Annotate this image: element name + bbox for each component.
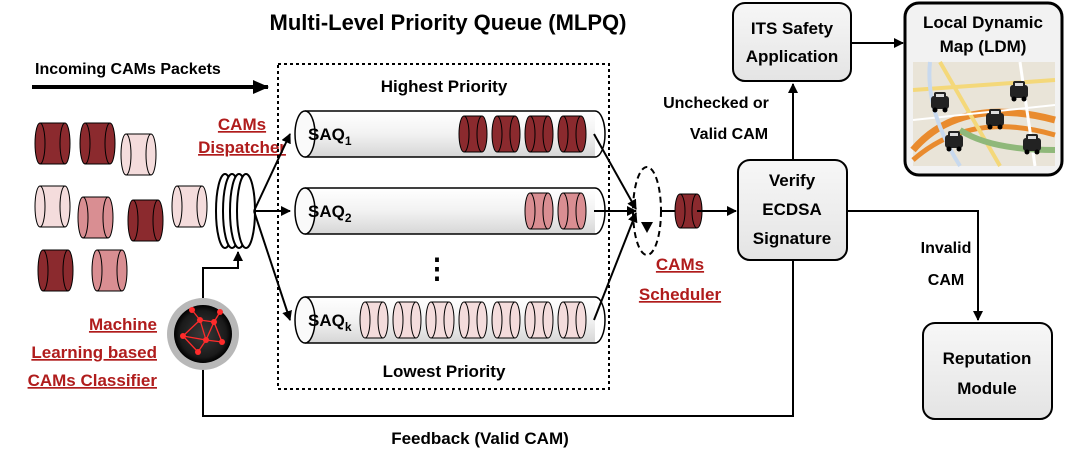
- queue-2: SAQ2: [294, 187, 606, 235]
- ml-classifier-icon: [167, 298, 239, 370]
- reputation-module-label: Reputation Module: [943, 349, 1032, 398]
- queued-packet: [359, 301, 389, 339]
- incoming-packet: [79, 122, 116, 165]
- queue-label: SAQ2: [308, 202, 352, 225]
- ldm-vehicles: [931, 81, 1041, 155]
- dispatcher-links: [253, 133, 292, 321]
- queued-packet: [524, 115, 554, 153]
- incoming-packets: [34, 122, 208, 292]
- incoming-packet: [127, 199, 164, 242]
- its-safety-application-label: ITS Safety Application: [746, 19, 839, 66]
- ldm-map-image: [910, 61, 1056, 168]
- queue-3: SAQk: [294, 296, 606, 344]
- svg-text:Application: Application: [746, 47, 839, 66]
- incoming-packet: [91, 249, 128, 292]
- queued-packet: [425, 301, 455, 339]
- svg-text:ITS Safety: ITS Safety: [751, 19, 834, 38]
- unchecked-valid-label: Unchecked or Valid CAM: [663, 95, 769, 143]
- queued-packet: [458, 301, 488, 339]
- svg-text:Verify: Verify: [769, 171, 816, 190]
- its-safety-application-box: [732, 2, 852, 82]
- svg-text:Local Dynamic: Local Dynamic: [923, 13, 1043, 32]
- incoming-packet: [37, 249, 74, 292]
- ldm-label: Local Dynamic Map (LDM): [923, 13, 1043, 56]
- invalid-cam-label: Invalid CAM: [921, 240, 972, 289]
- car-icon: [931, 92, 949, 113]
- svg-text:Machine: Machine: [89, 315, 157, 334]
- svg-text:Signature: Signature: [753, 229, 831, 248]
- car-icon: [945, 131, 963, 152]
- queued-packet: [458, 115, 488, 153]
- queued-packet: [392, 301, 422, 339]
- svg-text:Learning based: Learning based: [31, 343, 157, 362]
- svg-text:CAM: CAM: [928, 272, 964, 289]
- queue-1: SAQ1: [294, 110, 606, 158]
- car-icon: [986, 109, 1004, 130]
- verify-to-reputation-arrow: [847, 210, 983, 321]
- svg-text:CAMs: CAMs: [218, 115, 266, 134]
- incoming-packet: [34, 185, 71, 228]
- ml-classifier-label: Machine Learning based CAMs Classifier: [28, 315, 158, 390]
- incoming-packet: [120, 133, 157, 176]
- car-icon: [1023, 134, 1041, 155]
- queued-packet: [491, 301, 521, 339]
- queued-packet: [524, 192, 554, 230]
- feedback-arrow: [198, 260, 794, 417]
- highest-priority-label: Highest Priority: [381, 77, 508, 96]
- diagram-title: Multi-Level Priority Queue (MLPQ): [270, 10, 627, 35]
- car-icon: [1010, 81, 1028, 102]
- cams-dispatcher-label: CAMs Dispatcher: [198, 115, 286, 157]
- queued-packet: [557, 192, 587, 230]
- dispatcher-rings: [215, 173, 256, 249]
- svg-text:Scheduler: Scheduler: [639, 285, 722, 304]
- svg-text:Reputation: Reputation: [943, 349, 1032, 368]
- svg-text:Module: Module: [957, 379, 1017, 398]
- svg-text:CAMs Classifier: CAMs Classifier: [28, 371, 158, 390]
- queued-packet: [557, 301, 587, 339]
- feedback-label: Feedback (Valid CAM): [391, 429, 569, 448]
- incoming-label: Incoming CAMs Packets: [35, 61, 221, 78]
- svg-text:Invalid: Invalid: [921, 240, 972, 257]
- queue-ellipsis: ⋮: [423, 253, 451, 284]
- queued-packet: [557, 115, 587, 153]
- classifier-to-dispatcher-arrow: [202, 251, 243, 298]
- svg-text:Dispatcher: Dispatcher: [198, 138, 286, 157]
- incoming-packet: [171, 185, 208, 228]
- lowest-priority-label: Lowest Priority: [383, 362, 506, 381]
- incoming-packet: [77, 196, 114, 239]
- scheduler-ellipse: [632, 166, 662, 256]
- incoming-packet: [34, 122, 71, 165]
- scheduler-links: [593, 133, 638, 321]
- svg-text:Unchecked or: Unchecked or: [663, 95, 769, 112]
- queue-label: SAQ1: [308, 125, 352, 148]
- svg-text:Map (LDM): Map (LDM): [940, 37, 1027, 56]
- cams-scheduler-label: CAMs Scheduler: [639, 255, 722, 304]
- mlpq-boundary: [277, 63, 610, 390]
- svg-text:ECDSA: ECDSA: [762, 200, 822, 219]
- queue-label: SAQk: [308, 311, 352, 334]
- reputation-module-box: [922, 322, 1053, 420]
- verify-ecdsa-label: Verify ECDSA Signature: [753, 171, 831, 248]
- queued-packet: [491, 115, 521, 153]
- svg-text:CAMs: CAMs: [656, 255, 704, 274]
- svg-text:Valid CAM: Valid CAM: [690, 126, 768, 143]
- scheduler-arrowhead: [641, 222, 653, 233]
- queued-packet: [524, 301, 554, 339]
